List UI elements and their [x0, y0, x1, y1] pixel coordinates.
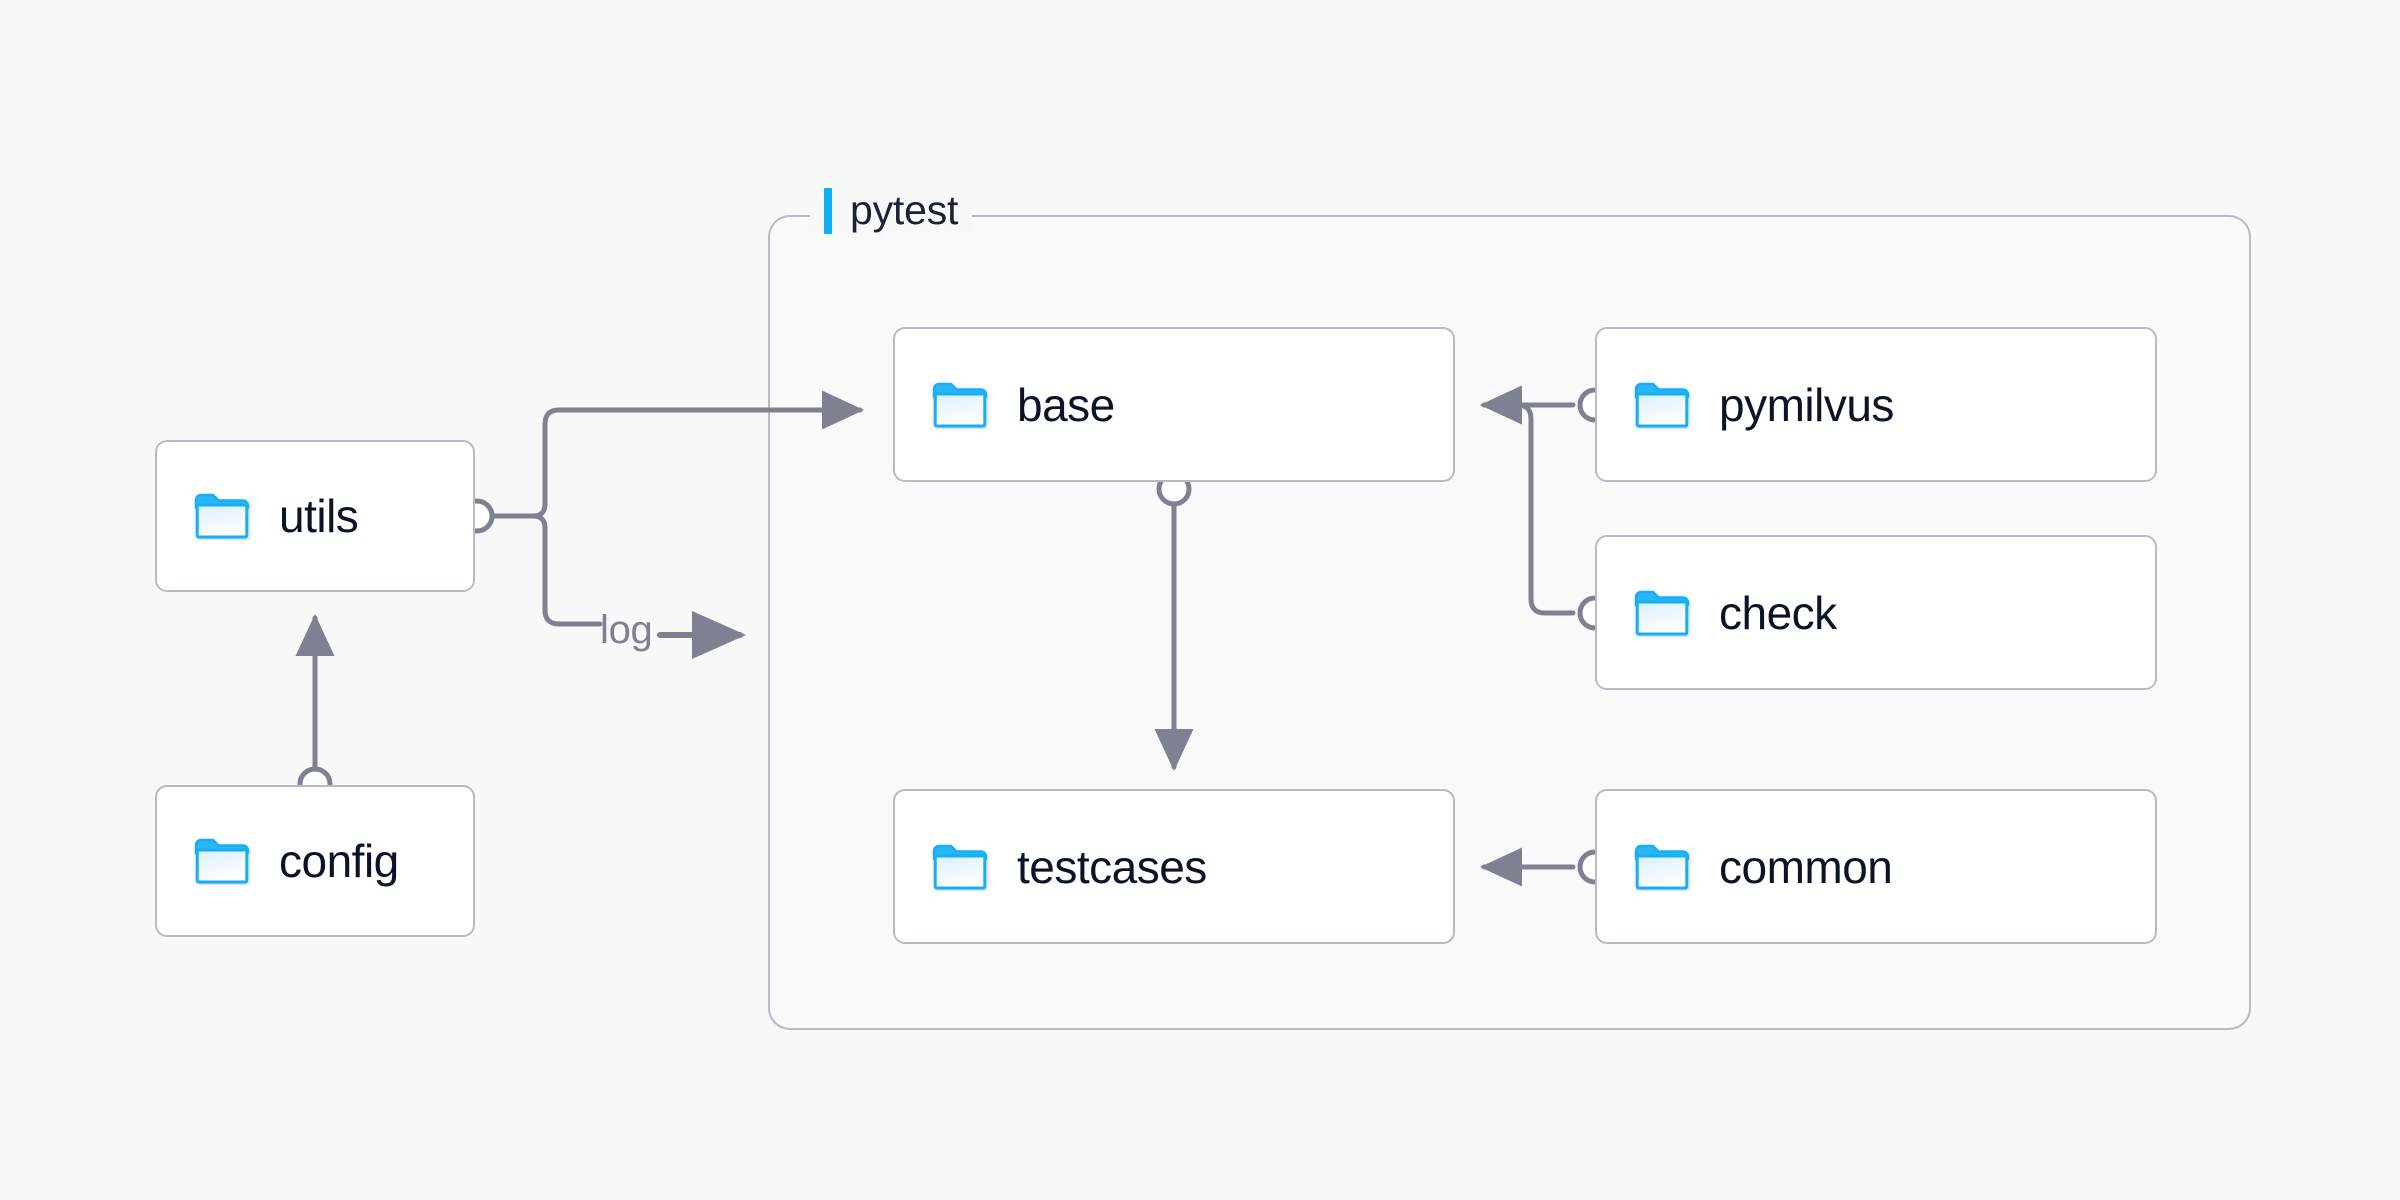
node-label-testcases: testcases	[1017, 840, 1207, 893]
edge-label-log: log	[600, 608, 653, 652]
node-label-base: base	[1017, 378, 1115, 431]
node-config[interactable]: config	[155, 785, 475, 937]
folder-icon	[1634, 382, 1690, 427]
node-utils[interactable]: utils	[155, 440, 475, 592]
group-accent-bar	[824, 187, 832, 234]
group-label-text: pytest	[850, 187, 959, 233]
node-check[interactable]: check	[1595, 535, 2157, 690]
node-label-pymilvus: pymilvus	[1719, 378, 1894, 431]
node-common[interactable]: common	[1595, 789, 2157, 944]
node-label-utils: utils	[279, 490, 359, 542]
node-label-common: common	[1719, 840, 1893, 893]
node-pymilvus[interactable]: pymilvus	[1595, 327, 2157, 482]
folder-icon	[194, 838, 250, 884]
folder-icon	[194, 493, 250, 539]
folder-icon	[1634, 844, 1690, 889]
edge-utils-to-log	[517, 513, 603, 627]
node-label-config: config	[279, 835, 399, 887]
folder-icon	[932, 844, 988, 889]
node-base[interactable]: base	[893, 327, 1455, 482]
group-label-pytest[interactable]: pytest	[810, 187, 973, 234]
folder-icon	[932, 382, 988, 427]
node-label-check: check	[1719, 586, 1837, 639]
folder-icon	[1634, 590, 1690, 635]
node-testcases[interactable]: testcases	[893, 789, 1455, 944]
